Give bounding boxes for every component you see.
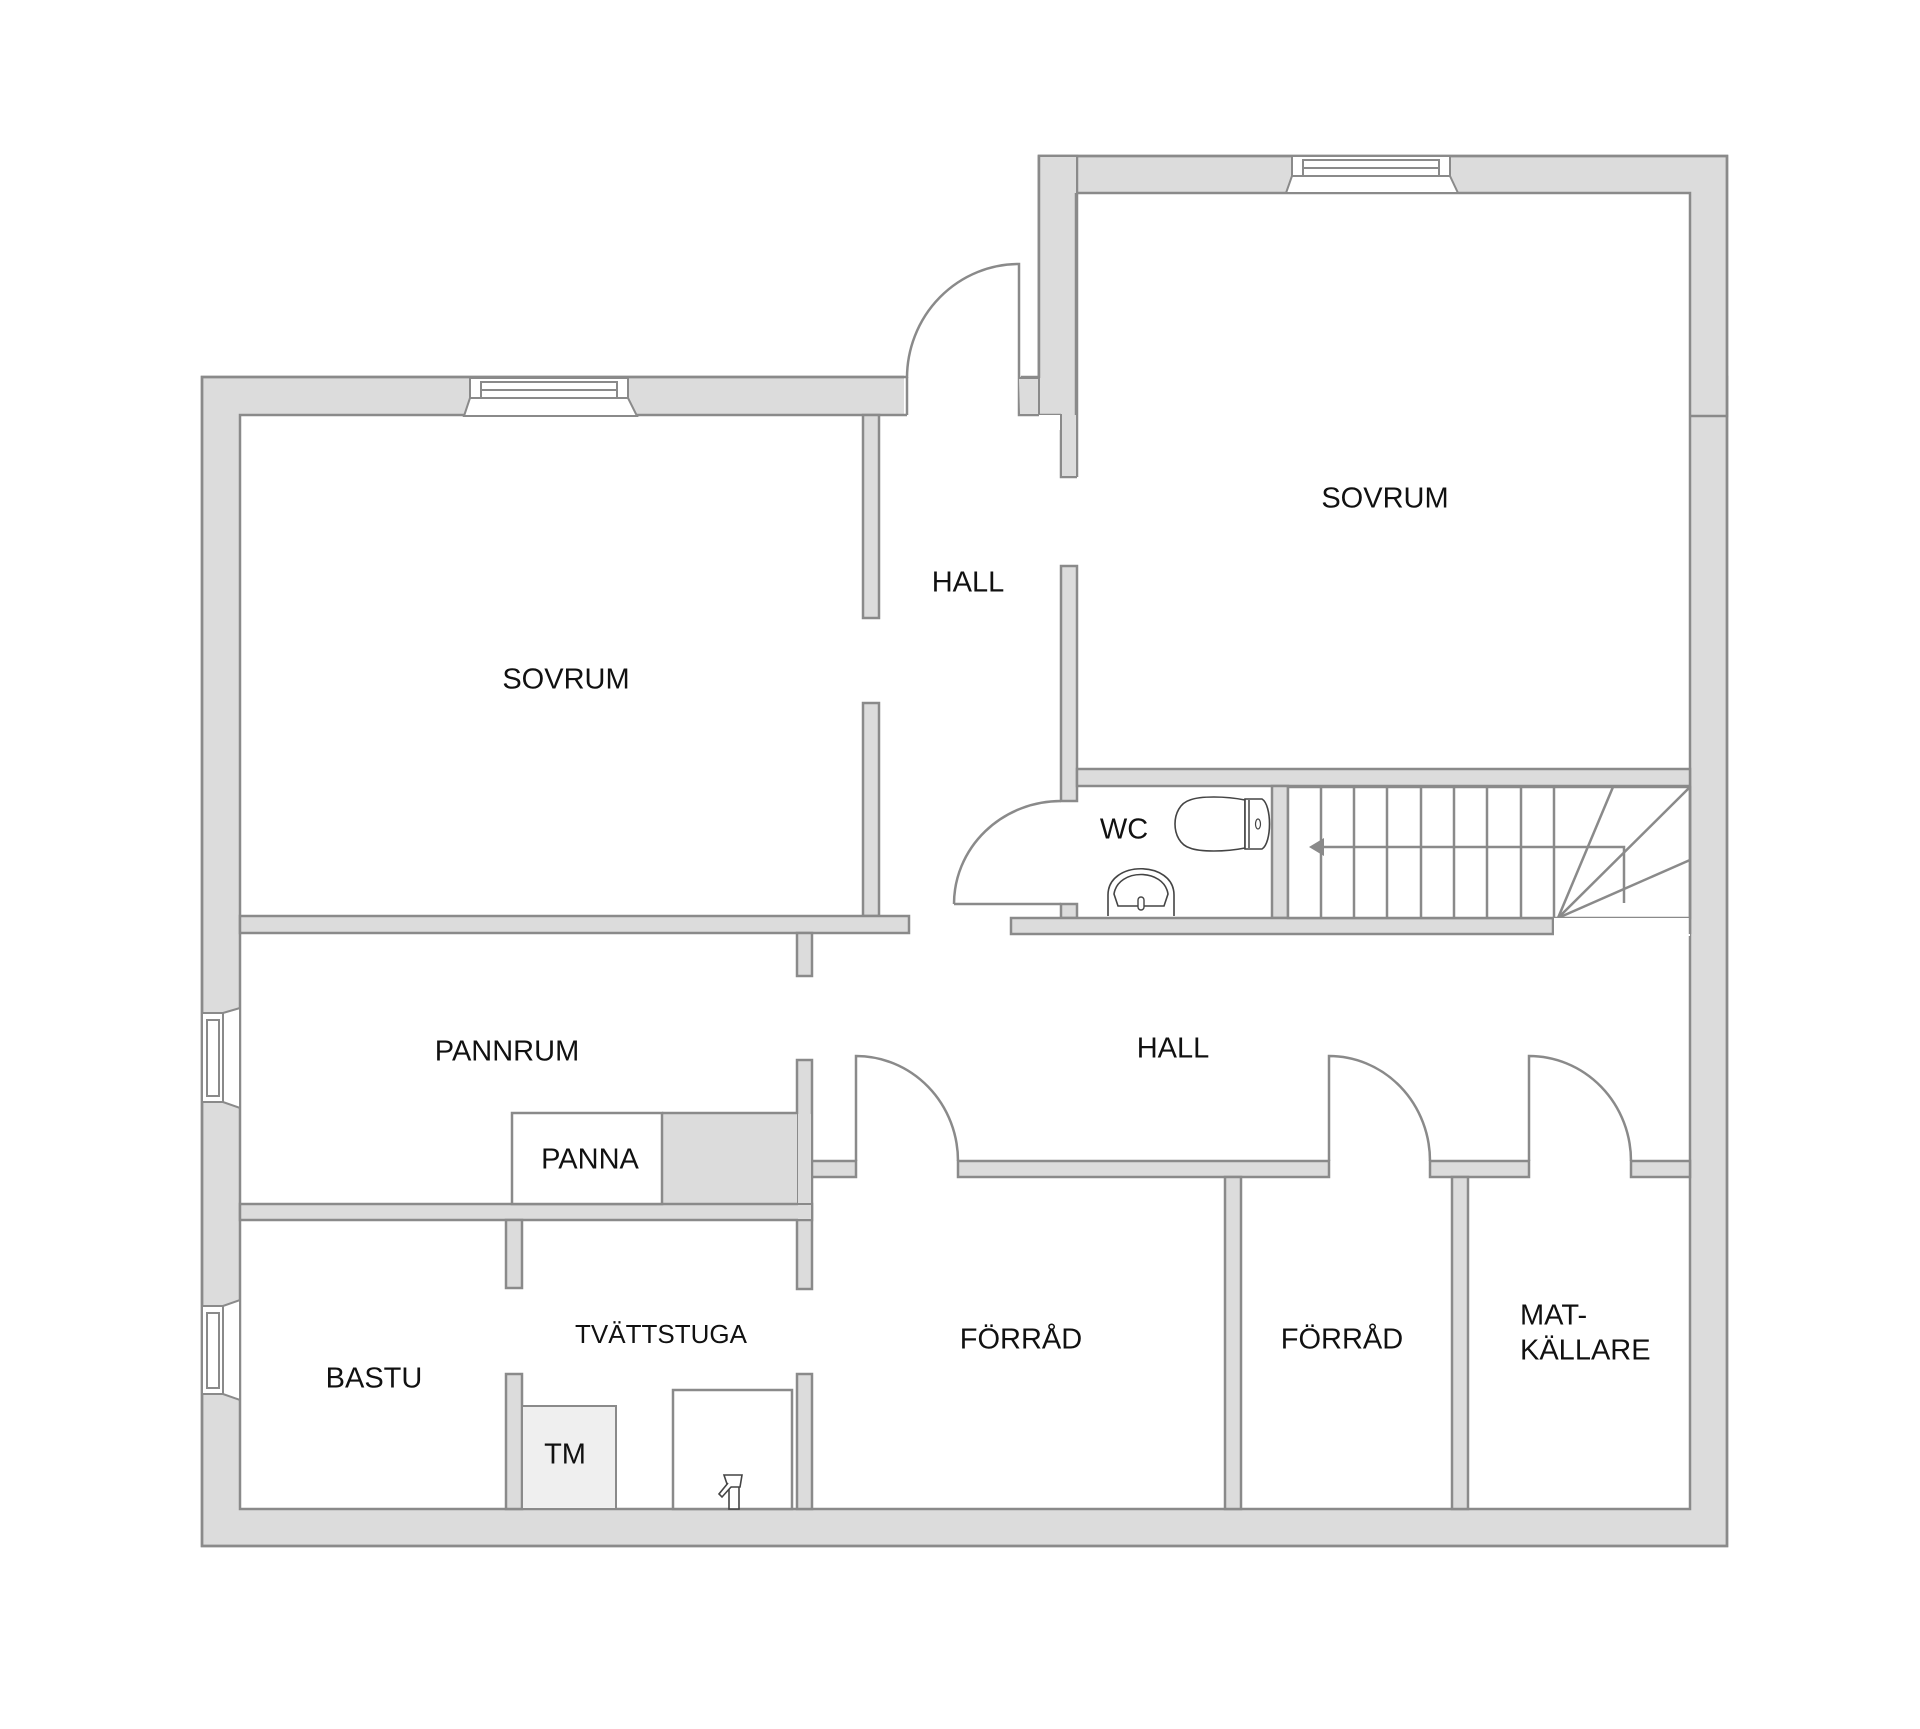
toilet-icon [1174, 796, 1271, 852]
window-icon [1284, 155, 1460, 194]
room-label-wc: WC [1100, 814, 1148, 846]
room-label-tvattstuga: TVÄTTSTUGA [575, 1319, 748, 1349]
room-label-pannrum: PANNRUM [435, 1036, 579, 1068]
room-labels: SOVRUM HALL SOVRUM WC PANNRUM HALL PANNA… [326, 483, 1651, 1471]
exterior-outline [200, 154, 1729, 1548]
door-swing-icon [1327, 1054, 1432, 1162]
floor-areas [240, 193, 1690, 1509]
room-label-tm: TM [544, 1439, 586, 1471]
room-label-forrad-2: FÖRRÅD [1281, 1323, 1403, 1356]
room-label-matkallare-line1: MAT- [1520, 1300, 1587, 1332]
room-label-hall-main: HALL [1137, 1033, 1210, 1065]
wall-segment [861, 413, 881, 620]
sink-icon [1107, 867, 1175, 916]
door-swing-icon [952, 799, 1062, 906]
room-label-sovrum-right: SOVRUM [1321, 483, 1448, 515]
window-icon [201, 1298, 241, 1402]
room-label-matkallare-line2: KÄLLARE [1520, 1335, 1651, 1367]
room-label-panna: PANNA [541, 1144, 639, 1176]
tm-box [521, 1405, 617, 1510]
window-icon [462, 377, 639, 417]
door-swing-icon [1527, 1054, 1633, 1162]
door-swing-icon [905, 262, 1021, 379]
window-icon [201, 1006, 241, 1110]
faucet-icon [717, 1474, 743, 1510]
door-swing-icon [854, 1054, 960, 1162]
interior-walls [238, 413, 1692, 1511]
arrow-icon [1309, 838, 1324, 856]
room-label-bastu: BASTU [326, 1363, 423, 1395]
room-label-hall-top: HALL [932, 567, 1005, 599]
room-label-sovrum-left: SOVRUM [502, 664, 629, 696]
room-label-forrad-1: FÖRRÅD [960, 1323, 1082, 1356]
staircase [1286, 785, 1692, 936]
panna-box [510, 1111, 664, 1206]
